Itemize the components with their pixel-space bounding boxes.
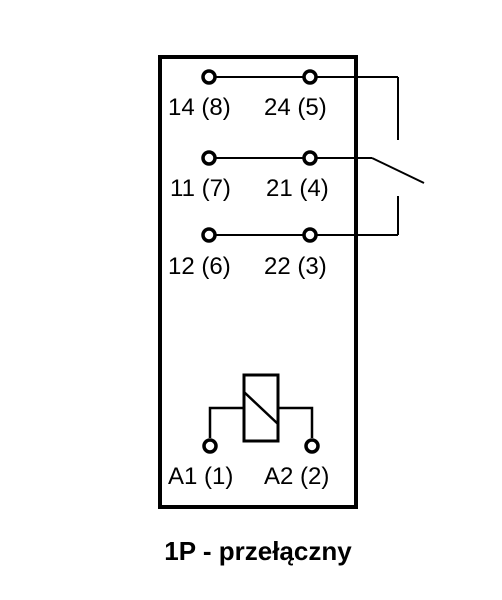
terminal-a1 xyxy=(202,438,218,454)
terminal-11 xyxy=(201,150,217,166)
pin-label-14: 14 (8) xyxy=(168,94,231,121)
coil-lead-left xyxy=(208,406,244,438)
pin-label-a1: A1 (1) xyxy=(168,463,233,490)
coil-diagonal xyxy=(243,391,279,425)
terminal-14 xyxy=(201,69,217,85)
pin-label-11: 11 (7) xyxy=(170,175,231,202)
terminal-21 xyxy=(302,150,318,166)
pin-label-24: 24 (5) xyxy=(264,94,327,121)
terminal-22 xyxy=(302,227,318,243)
pin-label-12: 12 (6) xyxy=(168,253,231,280)
pin-label-22: 22 (3) xyxy=(264,253,327,280)
pin-label-21: 21 (4) xyxy=(266,175,329,202)
terminal-24 xyxy=(302,69,318,85)
relay-housing xyxy=(158,55,358,509)
switch-blade xyxy=(371,157,425,184)
coil-lead-right xyxy=(278,406,314,438)
terminal-12 xyxy=(201,227,217,243)
diagram-caption: 1P - przełączny xyxy=(164,536,352,566)
terminal-a2 xyxy=(304,438,320,454)
pin-label-a2: A2 (2) xyxy=(264,463,329,490)
